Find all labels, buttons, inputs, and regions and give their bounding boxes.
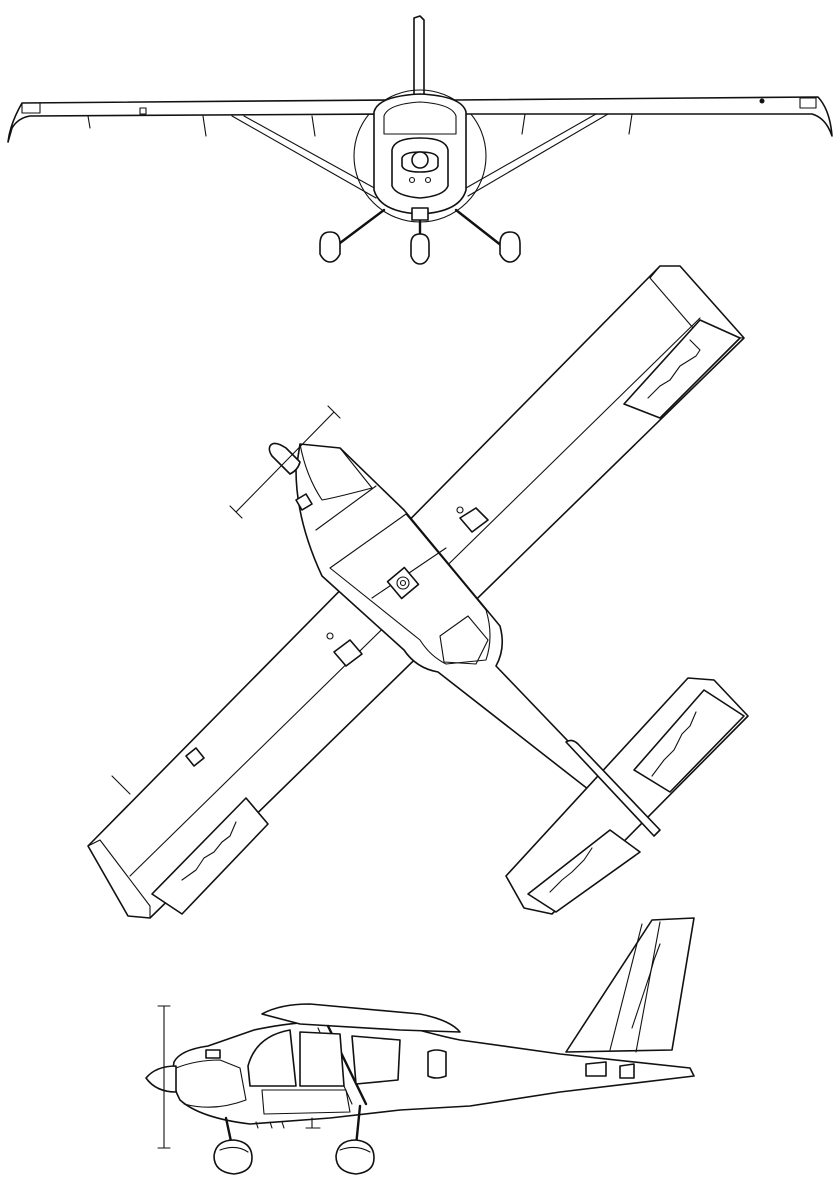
side-propeller-line [157,1005,171,1149]
front-view [7,15,833,265]
front-nose-gear-fork [411,207,429,221]
top-canopy [329,513,491,665]
side-main-wheel [335,1139,375,1175]
side-rear-window [351,1035,401,1085]
front-left-wingtip [21,102,41,114]
top-wing-left-tip [87,839,151,919]
front-windshield [383,101,457,135]
front-left-wing-marker [139,107,147,115]
front-fin [413,15,425,99]
side-view [145,917,695,1175]
top-fuselage [295,443,637,823]
side-door-window [299,1031,345,1087]
top-cowling [299,443,373,501]
front-right-wing [451,96,833,137]
front-nose-wheel [410,233,430,265]
side-spinner [145,1065,177,1093]
top-fuselage-panel [295,493,313,511]
front-cowl-port-right [424,176,432,184]
top-left-elevator [527,829,641,913]
front-right-strut [465,113,609,197]
front-right-wing-dot [759,98,765,104]
top-dimension-line [229,405,341,519]
side-baggage-window [427,1049,447,1079]
side-rudder [609,921,661,1053]
top-wing-panel-left [185,747,205,767]
top-view [87,265,749,919]
side-wing [261,1003,461,1033]
front-left-gear-leg [334,208,386,248]
front-left-strut [231,115,379,199]
top-fin [565,739,661,837]
side-windshield [247,1029,297,1087]
top-left-aileron [151,797,269,915]
front-wing-hinges [87,113,633,137]
top-right-elevator [633,689,745,793]
side-door-outline [261,1089,351,1115]
front-left-wheel [319,231,341,263]
top-wing-root-front [315,485,377,531]
top-skylight-center [399,579,407,587]
top-left-aileron-hinge [181,821,237,881]
side-cowl-vent [205,1049,221,1059]
top-rear-window [439,615,489,665]
top-skylight-ring [396,576,410,590]
top-wing-inspection-right [459,507,489,533]
front-right-wheel [499,231,521,263]
top-wing-inspection-left [333,639,363,667]
side-belly-marks [255,1121,285,1129]
top-right-aileron-hinge [647,339,701,399]
side-antenna [305,1117,321,1129]
top-wing-fuel-cap-right [456,506,464,514]
top-pitot-tube [111,775,131,795]
top-left-elevator-hinge [549,847,593,893]
front-left-wing [7,99,389,143]
side-tail-panel [585,1061,607,1077]
side-main-wheel-fairing [339,1146,371,1153]
top-wing-fuel-cap-left [326,632,334,640]
front-cowl-port-left [408,176,416,184]
side-cowling [175,1059,247,1108]
front-right-gear-leg [454,208,504,248]
side-rudder-hinge [631,943,661,1029]
front-right-wingtip [799,97,817,109]
side-nose-wheel-fairing [219,1146,249,1153]
side-nose-wheel [213,1139,253,1175]
side-tail-panel-2 [619,1063,635,1079]
front-spinner [411,151,429,169]
top-spinner [268,442,301,475]
side-fin [565,917,695,1053]
top-right-elevator-hinge [651,711,697,777]
top-skylight [386,566,420,600]
